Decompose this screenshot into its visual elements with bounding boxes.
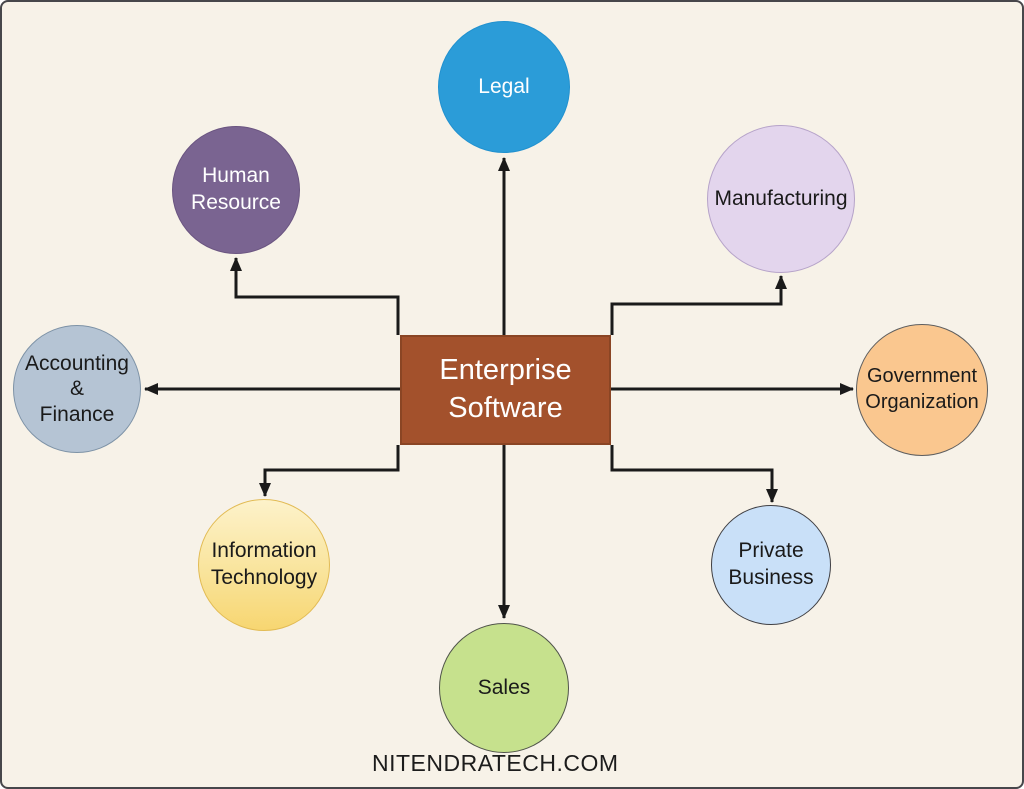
arrow-human-resource [230, 257, 400, 335]
footer-watermark: NITENDRATECH.COM [372, 750, 619, 776]
node-accounting-finance: Accounting & Finance [13, 325, 141, 453]
node-human-resource: Human Resource [172, 126, 300, 254]
arrow-private-business [610, 445, 778, 503]
node-enterprise-software: Enterprise Software [400, 335, 611, 445]
node-government-organization: Government Organization [856, 324, 988, 456]
node-manufacturing: Manufacturing [707, 125, 855, 273]
node-information-technology: Information Technology [198, 499, 330, 631]
arrow-manufacturing [610, 275, 787, 335]
node-legal: Legal [438, 21, 570, 153]
arrow-information-technology [259, 445, 400, 497]
node-private-business: Private Business [711, 505, 831, 625]
node-sales: Sales [439, 623, 569, 753]
